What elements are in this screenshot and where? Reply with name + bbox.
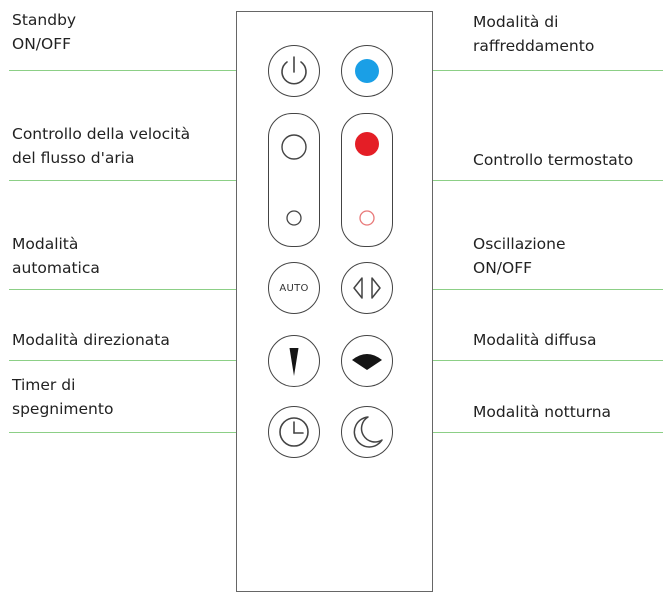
label-oscillation: Oscillazione ON/OFF [473, 235, 566, 277]
narrow-jet-icon [289, 348, 299, 376]
label-directed: Modalità direzionata [12, 331, 170, 349]
label-cooling: Modalità di raffreddamento [473, 13, 595, 55]
red-dot-icon [355, 132, 379, 226]
line-oscillation [366, 289, 663, 291]
blue-dot-icon [355, 59, 379, 83]
standby-button[interactable] [268, 45, 320, 97]
cooling-mode-button[interactable] [341, 45, 393, 97]
line-standby [9, 70, 289, 72]
remote-control-body [236, 11, 433, 592]
label-auto: Modalità automatica [12, 235, 100, 277]
sleep-timer-button[interactable] [268, 406, 320, 458]
power-icon [281, 56, 307, 85]
airflow-speed-button[interactable] [268, 113, 320, 247]
line-thermostat [390, 180, 663, 182]
label-standby: Standby ON/OFF [12, 11, 77, 53]
label-thermostat: Controllo termostato [473, 151, 634, 169]
label-night: Modalità notturna [473, 403, 612, 421]
clock-icon [279, 417, 309, 447]
label-airflow: Controllo della velocità del flusso d'ar… [12, 125, 191, 167]
line-diffused [366, 360, 663, 362]
line-night [366, 432, 663, 434]
oscillation-button[interactable] [341, 262, 393, 314]
directed-mode-button[interactable] [268, 335, 320, 387]
label-diffused: Modalità diffusa [473, 331, 597, 349]
diffused-mode-button[interactable] [341, 335, 393, 387]
label-timer: Timer di spegnimento [12, 376, 114, 418]
line-timer [9, 432, 289, 434]
night-mode-button[interactable] [341, 406, 393, 458]
wide-fan-icon [352, 354, 382, 370]
moon-icon [353, 416, 383, 448]
line-auto [9, 289, 289, 291]
circle-outline-icon [281, 134, 307, 226]
auto-label: AUTO [279, 282, 309, 294]
auto-mode-button[interactable]: AUTO [268, 262, 320, 314]
line-directed [9, 360, 289, 362]
thermostat-button[interactable] [341, 113, 393, 247]
line-cooling [366, 70, 663, 72]
line-airflow [9, 180, 279, 182]
oscillation-arrows-icon [353, 277, 381, 299]
